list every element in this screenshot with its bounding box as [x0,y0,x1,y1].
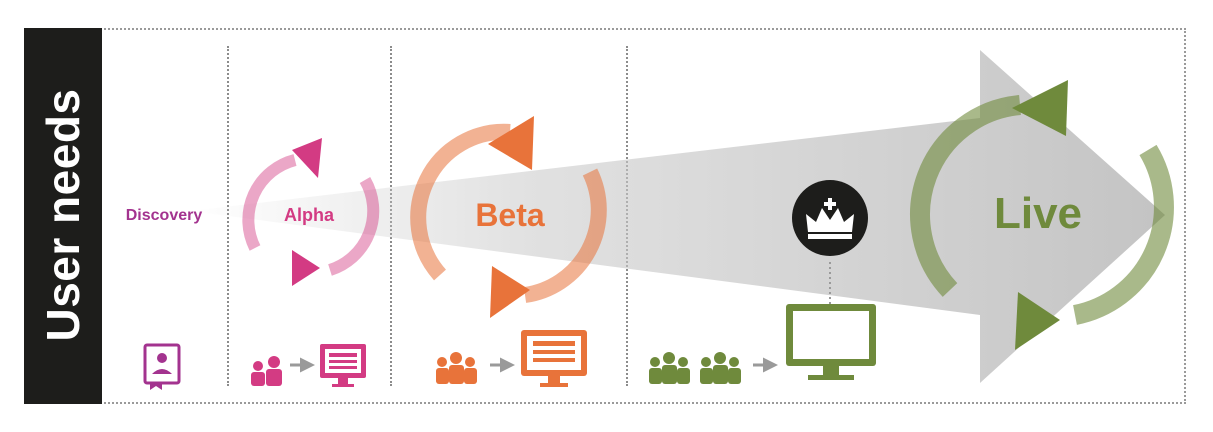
monitor-icon [786,304,876,380]
phase-label-alpha: Alpha [284,205,335,225]
six-users-icon [649,352,741,384]
phase-label-discovery: Discovery [126,207,203,224]
growth-arrow [190,50,1165,383]
user-profile-book-icon [143,343,181,390]
two-users-icon [251,356,282,386]
three-users-icon [436,352,477,384]
live-cycle-icon [910,80,1174,350]
crown-icon [792,180,868,256]
monitor-icon [521,330,587,387]
phase-label-live: Live [994,189,1082,238]
beta-cycle-icon [410,116,607,318]
monitor-icon [320,344,366,387]
phase-label-beta: Beta [475,197,545,233]
sidebar [24,28,102,404]
alpha-cycle-icon [242,138,380,286]
